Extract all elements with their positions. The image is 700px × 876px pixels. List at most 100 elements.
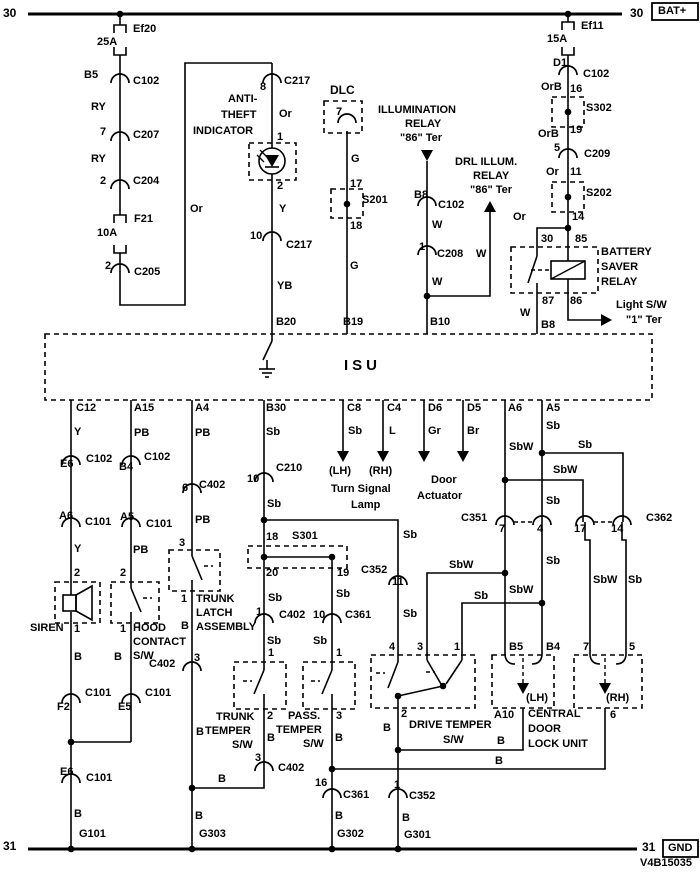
label-pin-2-siren: 2 [74,567,81,579]
label-wire-br-d5: Br [467,425,480,437]
label-pin-1-led: 1 [277,131,284,143]
junction-dot [538,599,546,607]
label-ground-g303: G303 [199,828,226,840]
label-pin-14-s202: 14 [572,211,585,223]
label-pin-18-s201: 18 [350,220,363,232]
label-comp-latch-2: LATCH [196,607,233,619]
label-comp-cdl-3: LOCK UNIT [528,738,588,750]
component-box [330,188,364,219]
label-pin-20-s301: 20 [266,567,279,579]
terminal-box [662,839,699,858]
label-pin-b5: B5 [84,69,99,81]
junction-dot [67,738,75,746]
label-wire-or-r2: Or [513,211,526,223]
relay-coil [550,260,586,280]
connector-arc [110,263,130,274]
label-bus-30-left: 30 [3,6,17,20]
led-icon [258,147,286,175]
label-cdl-lh: (LH) [526,692,548,704]
label-wire-g-2: G [350,260,359,272]
label-wire-sbw-a6: SbW [509,441,534,453]
label-conn-c361-bot: C361 [343,789,370,801]
label-wire-b-hood: B [114,651,122,663]
wire [461,602,542,655]
junction-dot [564,108,572,116]
led-arrow [256,154,265,163]
label-conn-c209: C209 [584,148,611,160]
component-box [302,661,356,710]
connector-arc [417,245,437,256]
label-pin-5-c209: 5 [554,142,561,154]
label-wire-g-1: G [351,153,360,165]
label-fuse-f21: F21 [134,213,153,225]
label-pin-b30: B30 [266,402,287,414]
label-wire-yb: YB [277,280,293,292]
label-bus-31-left: 31 [3,839,17,853]
label-conn-c361-top: C361 [345,609,372,621]
wire [567,293,601,321]
label-light-sw-2: "1" Ter [626,314,662,326]
label-pin-86-relay: 86 [570,295,583,307]
component-box [110,581,160,624]
label-wire-orb-1: OrB [541,81,562,93]
label-pin-3-c402-latch: 3 [194,652,201,664]
connector-arc [388,575,408,586]
junction-dot [564,10,572,18]
label-conn-c101-a5: C101 [146,518,173,530]
connector-arc [262,73,282,84]
component-box [551,96,585,128]
arrow-icon [457,451,469,462]
label-comp-drl-relay-1: DRL ILLUM. [455,156,518,168]
junction-dot [501,569,509,577]
label-conn-c210: C210 [276,462,303,474]
fuse-icon [113,47,127,56]
label-comp-latch-3: ASSEMBLY [196,621,257,633]
label-comp-batt-saver-2: SAVER [601,261,639,273]
label-lamp-rh: (RH) [369,465,393,477]
wire [264,519,399,662]
label-conn-c217-bot: C217 [286,239,313,251]
connector-arc [322,788,342,799]
connector-arc [337,113,357,124]
label-pin-a15: A15 [134,402,155,414]
component-box [323,100,363,134]
label-pin-16-s302: 16 [570,83,583,95]
label-wire-sb-left: Sb [474,590,489,602]
label-pin-b4-top: B4 [119,461,134,473]
label-wire-w-3: W [520,307,531,319]
label-pin-16-c361: 16 [315,777,328,789]
label-pin-11-s202: 11 [570,166,582,178]
label-pin-2-led: 2 [277,180,284,192]
label-wire-sbw-rh: SbW [593,574,618,586]
label-wire-sb-dt: Sb [403,608,418,620]
label-pin-2-dt: 2 [401,708,408,720]
label-pin-85-relay: 85 [575,233,588,245]
label-wire-sb-pt: Sb [313,635,328,647]
label-wire-y-antitheft: Y [279,203,287,215]
label-conn-c205: C205 [134,266,161,278]
label-pin-a10: A10 [494,709,515,721]
connector-arc [254,613,274,624]
label-pin-3-pt: 3 [336,710,343,722]
label-pin-d1: D1 [553,57,568,69]
arrow-icon [599,683,611,694]
label-turn-signal-1: Turn Signal [331,483,391,495]
connector-arc [322,613,342,624]
wire [542,452,624,522]
label-pin-b10: B10 [430,316,451,328]
label-pin-b5-cdl: B5 [509,641,524,653]
label-conn-c101-e6: C101 [86,772,113,784]
connector-arc [575,515,595,526]
label-pin-7-dlc: 7 [336,106,343,118]
label-pin-4-c351: 4 [537,523,544,535]
component-box [168,549,221,592]
label-pin-2-c204: 2 [100,175,107,187]
connector-arc [532,515,552,526]
label-wire-b-g303: B [195,810,203,822]
junction-dot [564,224,572,232]
terminal-box [651,2,699,21]
connector-arc [61,693,81,704]
label-wire-l-c4: L [389,425,396,437]
